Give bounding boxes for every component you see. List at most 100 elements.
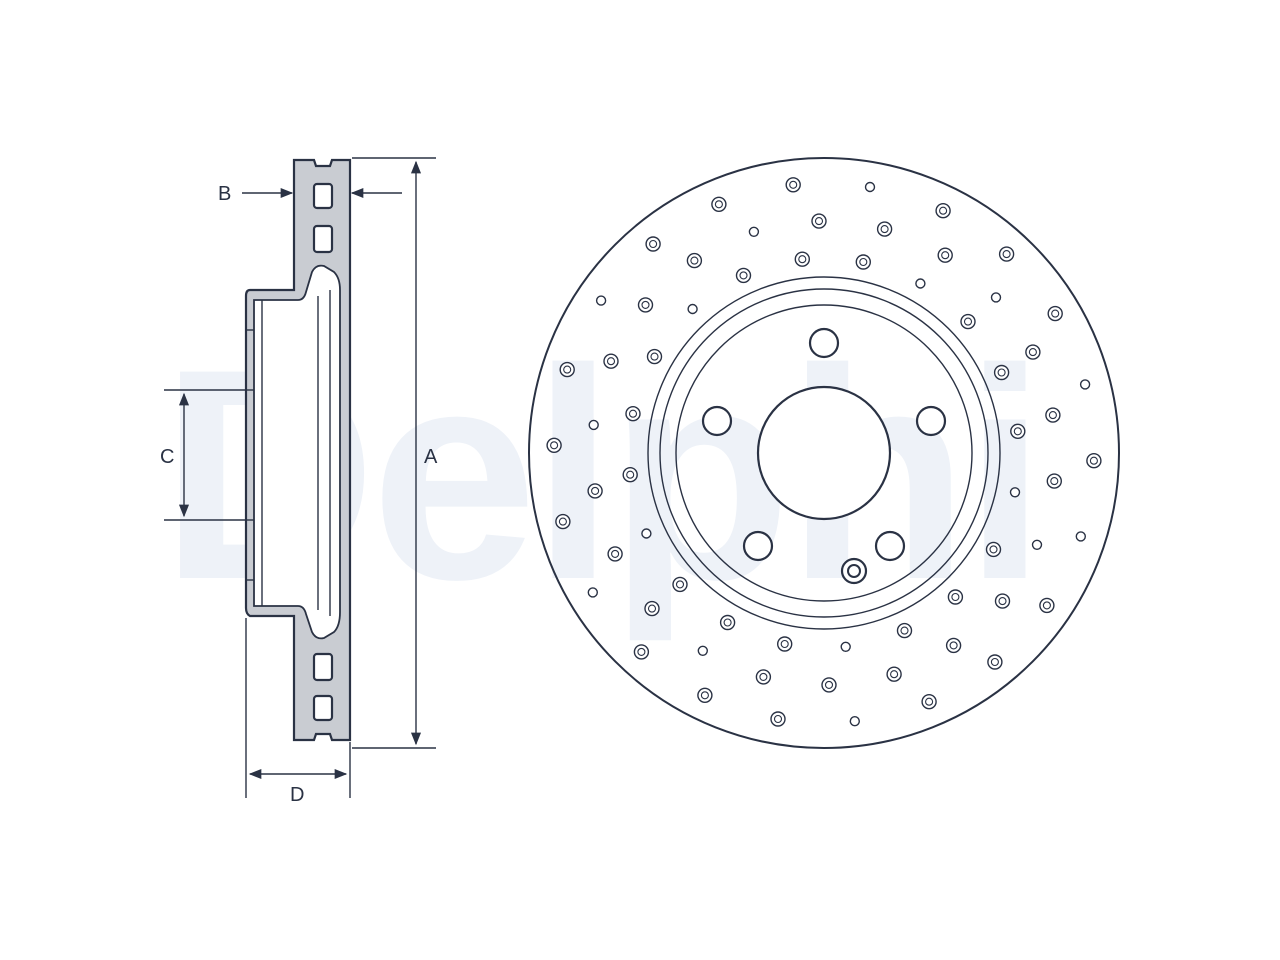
drill-hole (607, 546, 623, 562)
drill-hole-inner (700, 691, 709, 700)
drill-hole-inner (949, 641, 958, 650)
drill-hole (719, 614, 736, 631)
drill-hole-inner (558, 517, 567, 526)
drill-hole-inner (563, 365, 572, 374)
drill-hole-inner (789, 180, 798, 189)
drill-hole-inner (941, 251, 950, 260)
dimension-d: D (245, 618, 351, 806)
drill-hole (840, 641, 851, 652)
drill-hole (935, 202, 951, 219)
drill-hole-inner (997, 368, 1006, 377)
drill-hole (555, 513, 571, 530)
drill-hole (1047, 305, 1063, 322)
drill-hole (625, 406, 641, 422)
front-view (528, 157, 1120, 749)
drill-hole (637, 297, 654, 313)
drill-hole-inner (650, 352, 659, 361)
drill-hole-inner (591, 486, 600, 495)
drill-hole (687, 303, 698, 315)
hat-outer-edge (659, 288, 989, 618)
drill-hole-inner (739, 271, 748, 280)
drill-hole (1009, 487, 1021, 498)
drill-hole-inner (880, 225, 889, 234)
drill-hole (821, 677, 837, 693)
drill-hole (770, 711, 786, 727)
drill-hole-inner (1028, 348, 1037, 357)
drill-hole (990, 292, 1002, 303)
hat-inner-edge (675, 304, 973, 602)
drill-hole (697, 645, 708, 656)
drill-hole (937, 247, 953, 263)
drill-hole (987, 654, 1003, 670)
bolt-hole (742, 530, 774, 562)
drill-hole-inner (606, 357, 616, 366)
drill-hole-inner (1048, 411, 1057, 420)
drill-hole (794, 251, 810, 267)
drill-hole (603, 353, 619, 369)
drill-hole (546, 437, 562, 453)
dimension-c-label: C (160, 446, 174, 468)
drill-hole-inner (759, 672, 768, 681)
drill-hole (855, 254, 871, 270)
drill-hole-inner (1089, 456, 1098, 465)
drill-hole-inner (641, 300, 650, 309)
drill-hole (886, 666, 902, 682)
drill-hole-inner (989, 545, 998, 554)
drill-hole-inner (890, 670, 899, 679)
drill-hole-inner (611, 549, 620, 558)
drill-hole (641, 528, 652, 539)
drill-hole-inner (637, 647, 646, 656)
dimension-d-label: D (290, 784, 304, 806)
drill-hole-inner (1013, 427, 1022, 436)
drill-hole (777, 636, 793, 652)
drill-hole-inner (859, 257, 868, 267)
drill-hole-inner (723, 618, 732, 627)
drill-hole (595, 295, 607, 306)
drill-hole (748, 226, 760, 238)
drill-hole (645, 236, 661, 252)
drill-hole (633, 644, 650, 660)
drill-hole (588, 419, 599, 431)
drill-hole (735, 267, 752, 284)
drill-hole (785, 177, 801, 193)
drill-hole (1079, 379, 1091, 390)
drill-hole (915, 278, 926, 289)
drill-hole (998, 246, 1015, 262)
drill-hole (697, 687, 713, 703)
drill-hole (1086, 453, 1102, 469)
drill-hole-inner (628, 409, 638, 418)
bolt-hole (915, 405, 947, 437)
bolt-hole (701, 405, 733, 437)
drill-hole (921, 694, 937, 710)
drill-hole (947, 589, 964, 605)
drill-hole-inner (990, 657, 999, 667)
drill-hole-inner (798, 255, 807, 264)
drill-hole-inner (963, 317, 973, 326)
drill-hole-inner (925, 697, 934, 706)
drill-hole-inner (814, 217, 824, 226)
drill-hole-inner (939, 206, 948, 215)
side-section-view (244, 158, 352, 742)
dimension-b: B (218, 183, 402, 205)
drill-hole (1075, 531, 1087, 542)
bolt-hole (874, 530, 906, 562)
drill-hole-inner (649, 239, 658, 249)
drill-hole-inner (951, 592, 960, 602)
drill-hole (559, 361, 575, 378)
drill-hole-inner (998, 597, 1007, 606)
drill-hole (755, 669, 772, 685)
drill-hole-inner (1051, 309, 1060, 318)
drill-hole (994, 593, 1011, 609)
drill-hole (644, 600, 660, 617)
drill-hole-inner (773, 714, 783, 724)
drill-hole (1025, 344, 1041, 360)
dimension-a: A (352, 157, 438, 749)
drill-hole (1031, 539, 1043, 550)
drill-hole-inner (824, 680, 834, 689)
drill-hole-inner (1050, 477, 1059, 486)
drill-hole (1045, 407, 1061, 423)
bolt-hole (808, 327, 840, 359)
friction-ring-inner-edge (647, 276, 1001, 630)
drill-hole (945, 637, 962, 654)
dimension-c: C (160, 389, 246, 521)
